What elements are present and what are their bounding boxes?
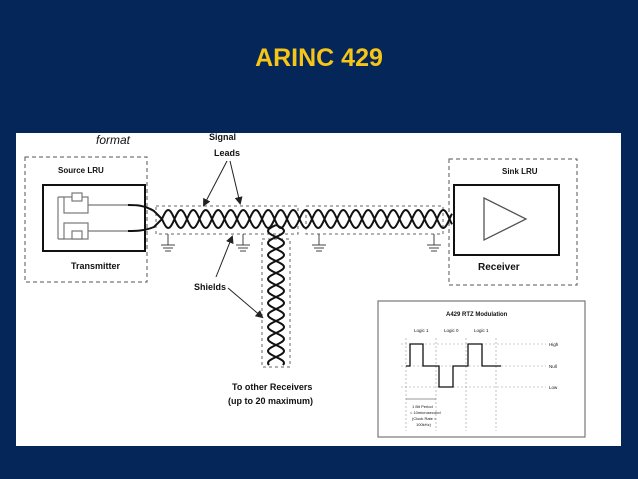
format-label: format [96, 133, 131, 147]
bit-period-line-3: (Clock Rate = [412, 416, 437, 421]
slide-title: ARINC 429 [255, 44, 383, 72]
twisted-pair-vertical [266, 224, 286, 366]
signal-leads-arrow-left [203, 160, 228, 207]
shields-arrow-down [227, 287, 264, 319]
level-label-high: High [549, 342, 559, 347]
signal-leads-label-1: Signal [209, 133, 236, 142]
bit-period-line-1: 1 Bit Period [412, 404, 433, 409]
shields-label: Shields [194, 282, 226, 292]
branch-shield-box [261, 238, 291, 368]
diagram-panel: format Source LRU Transmitter Sink LRU R… [16, 133, 621, 446]
right-shield-box [305, 205, 444, 235]
inset-title: A429 RTZ Modulation [446, 312, 508, 318]
ground-symbols [161, 234, 441, 252]
bit-period-line-4: 100kHz) [416, 422, 432, 427]
other-receivers-line1: To other Receivers [232, 382, 312, 392]
arinc-wiring-diagram: format Source LRU Transmitter Sink LRU R… [24, 133, 586, 438]
receiver-label: Receiver [478, 262, 520, 273]
sink-lru-label: Sink LRU [502, 167, 538, 176]
logic-label-1: Logic 1 [414, 328, 429, 333]
twisted-pair-horizontal [127, 204, 453, 232]
level-label-null: Null [549, 364, 557, 369]
transmitter-label: Transmitter [71, 261, 121, 271]
level-label-low: Low [549, 385, 558, 390]
transmitter-box [42, 184, 146, 252]
signal-leads-label-2: Leads [214, 148, 240, 158]
source-lru-label: Source LRU [58, 166, 104, 175]
bit-period-line-2: = 10microsecond [410, 410, 441, 415]
rtz-modulation-inset: A429 RTZ Modulation Logic 1 Logic 0 Logi… [377, 300, 586, 438]
rtz-waveform [406, 343, 501, 388]
receiver-box [453, 184, 560, 256]
shields-arrow-up [215, 235, 234, 278]
transmitter-symbol [57, 192, 128, 240]
left-shield-box [155, 205, 299, 235]
other-receivers-line2: (up to 20 maximum) [228, 396, 313, 406]
source-lru-box [24, 156, 148, 283]
logic-label-2: Logic 0 [444, 328, 459, 333]
signal-leads-arrow-right [229, 160, 243, 205]
receiver-triangle [483, 196, 528, 242]
logic-label-3: Logic 1 [474, 328, 489, 333]
